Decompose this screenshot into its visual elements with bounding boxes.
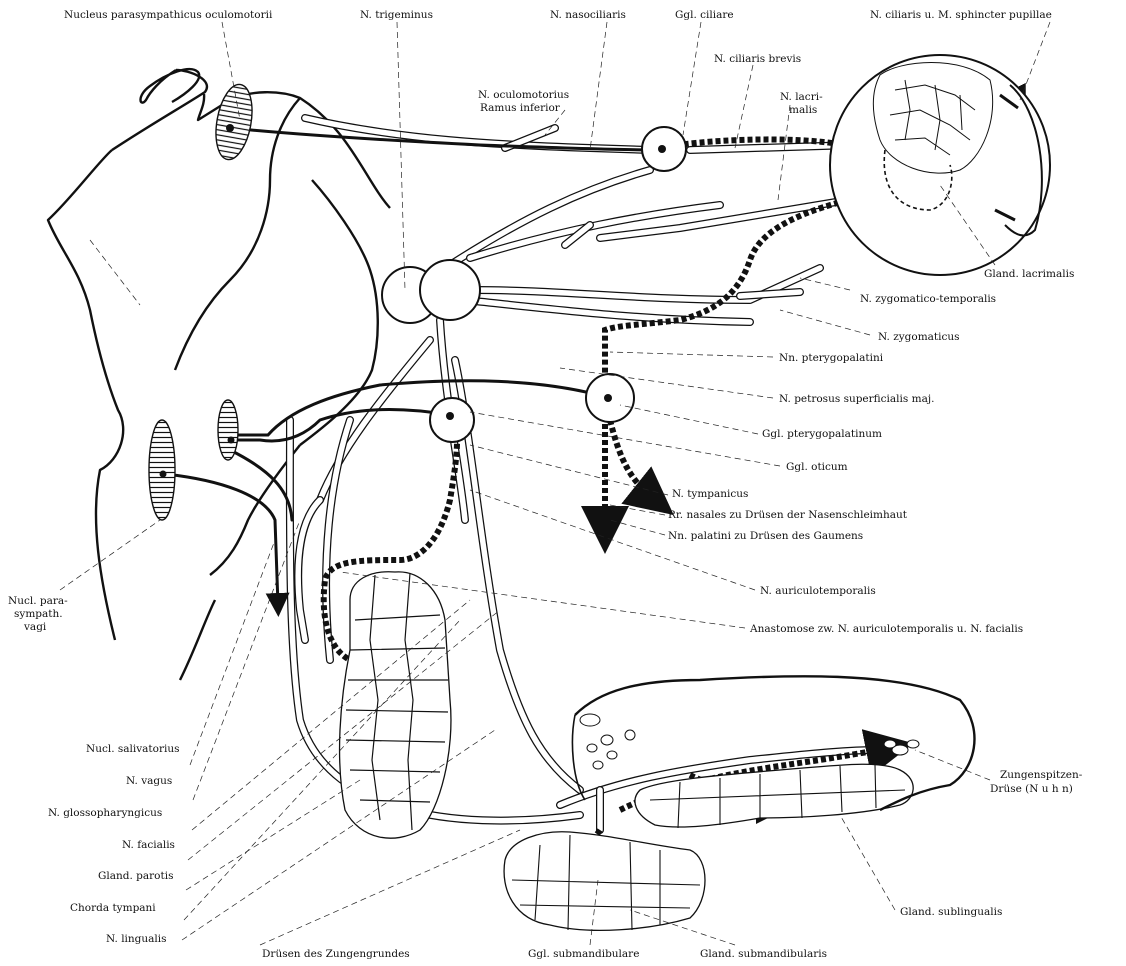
label-n-lingualis: N. lingualis [106, 933, 167, 945]
submandibular-gland [504, 832, 705, 931]
label-n-lacrimalis: N. lacri- [780, 91, 823, 103]
brainstem-outline [48, 69, 390, 680]
label-ramus-inferior: Ramus inferior [480, 102, 561, 114]
label-nucl-vagi-2: sympath. [14, 608, 63, 620]
label-nucl-vagi: Nucl. para- [8, 595, 68, 607]
label-zungenspitzen: Zungenspitzen- [1000, 769, 1083, 781]
label-nucl-salivatorius: Nucl. salivatorius [86, 743, 180, 755]
label-n-tympanicus: N. tympanicus [672, 488, 748, 500]
label-ggl-pterygopalatinum: Ggl. pterygopalatinum [762, 428, 882, 440]
label-nn-palatini: Nn. palatini zu Drüsen des Gaumens [668, 530, 863, 542]
label-gland-lacrimalis: Gland. lacrimalis [984, 268, 1074, 280]
label-ggl-ciliare: Ggl. ciliare [675, 9, 734, 21]
label-gland-sublingualis: Gland. sublingualis [900, 906, 1002, 918]
label-ggl-oticum: Ggl. oticum [786, 461, 848, 473]
label-n-lacrimalis-2: malis [789, 104, 817, 116]
label-n-zygomaticus: N. zygomaticus [878, 331, 960, 343]
label-druesen-zungengrundes: Drüsen des Zungengrundes [262, 948, 410, 960]
label-nucl-vagi-3: vagi [23, 621, 47, 633]
label-zungenspitzen-2: Drüse (N u h n) [990, 783, 1073, 795]
label-nn-pterygopalatini: Nn. pterygopalatini [779, 352, 884, 364]
label-n-auriculotemporalis: N. auriculotemporalis [760, 585, 876, 597]
label-chorda-tympani: Chorda tympani [70, 902, 156, 914]
label-rr-nasales: Rr. nasales zu Drüsen der Nasenschleimha… [668, 509, 908, 521]
label-n-vagus: N. vagus [126, 775, 172, 787]
label-n-ciliaris-brevis: N. ciliaris brevis [714, 53, 801, 65]
eye [830, 55, 1050, 275]
label-ggl-submandibulare: Ggl. submandibulare [528, 948, 639, 960]
label-nucleus-oculomotorii: Nucleus parasympathicus oculomotorii [64, 9, 273, 21]
label-gland-parotis: Gland. parotis [98, 870, 173, 882]
label-n-oculomotorius: N. oculomotorius [478, 89, 569, 101]
label-n-zygomatico-temporalis: N. zygomatico-temporalis [860, 293, 996, 305]
label-n-ciliaris-sphincter: N. ciliaris u. M. sphincter pupillae [870, 9, 1052, 21]
nucleus-salivatorius [218, 400, 238, 460]
label-n-petrosus: N. petrosus superficialis maj. [779, 393, 934, 405]
label-n-trigeminus: N. trigeminus [360, 9, 433, 21]
label-n-glossopharyngicus: N. glossopharyngicus [48, 807, 162, 819]
parotid-gland [340, 572, 451, 838]
ganglion-oticum [430, 398, 474, 442]
label-gland-submandibularis: Gland. submandibularis [700, 948, 827, 960]
label-n-facialis: N. facialis [122, 839, 175, 851]
nucleus-vagi [149, 420, 175, 520]
label-anastomose: Anastomose zw. N. auriculotemporalis u. … [749, 623, 1023, 635]
label-n-nasociliaris: N. nasociliaris [550, 9, 626, 21]
